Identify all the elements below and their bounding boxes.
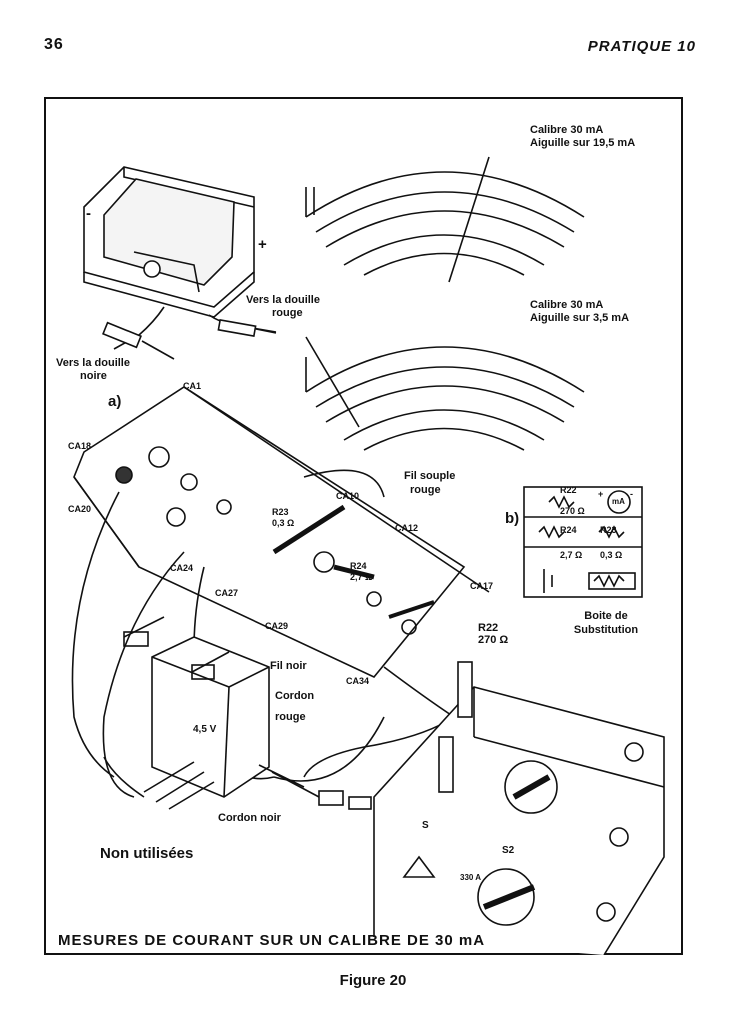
substitution-box (373, 661, 665, 955)
schematic-r24-name: R24 (560, 525, 577, 535)
chapter-title: PRATIQUE 10 (587, 38, 696, 55)
non-utilisees-label: Non utilisées (100, 845, 194, 862)
r22-name: R22 (478, 622, 499, 634)
component-ca27: CA27 (215, 588, 239, 598)
vers-noire-label-line2: noire (80, 370, 107, 382)
vers-rouge-label-line1: Vers la douille (246, 294, 320, 306)
switch-s2-label: S2 (502, 845, 515, 856)
cordon-rouge-line1: Cordon (275, 690, 315, 702)
schematic-r22-value: 270 Ω (560, 506, 585, 516)
part-a-label: a) (108, 393, 122, 410)
component-ca10: CA10 (336, 491, 360, 501)
figure-caption: MESURES DE COURANT SUR UN CALIBRE DE 30 … (58, 932, 486, 949)
cordon-noir-label: Cordon noir (218, 812, 281, 824)
r24-value: 2,7 Ω (350, 572, 373, 582)
component-ca1: CA1 (183, 381, 202, 391)
meter1-caption-line2: Aiguille sur 19,5 mA (530, 137, 636, 149)
figure-illustration (71, 156, 665, 955)
boite-line2: Substitution (573, 624, 639, 636)
r23-name: R23 (272, 507, 289, 517)
switch-s-label: S (422, 820, 429, 831)
battery-label: 4,5 V (193, 724, 217, 735)
schematic-plus: + (598, 489, 604, 499)
figure-frame (44, 97, 683, 955)
component-ca17: CA17 (470, 581, 494, 591)
meter1-caption-line1: Calibre 30 mA (530, 124, 604, 136)
r23-value: 0,3 Ω (272, 518, 295, 528)
fil-souple-line1: Fil souple (404, 470, 456, 482)
vers-rouge-label-line2: rouge (272, 307, 303, 319)
dial-330a-label: 330 A (460, 873, 482, 882)
component-ca24: CA24 (170, 563, 194, 573)
boite-line1: Boite de (584, 610, 628, 622)
component-ca34: CA34 (346, 676, 370, 686)
schematic-meter: mA (612, 497, 625, 506)
r24-name: R24 (350, 561, 367, 571)
component-ca12: CA12 (395, 523, 419, 533)
fil-noir-label: Fil noir (270, 660, 307, 672)
schematic-r22-name: R22 (560, 485, 577, 495)
schematic-r23-value: 0,3 Ω (600, 550, 623, 560)
figure-title: Figure 20 (339, 972, 407, 989)
battery-illustration (151, 636, 270, 798)
component-ca20: CA20 (68, 504, 92, 514)
schematic-r24-value: 2,7 Ω (560, 550, 583, 560)
schematic-diagram (523, 486, 643, 598)
component-ca29: CA29 (265, 621, 289, 631)
schematic-minus: - (630, 489, 633, 499)
page-number: 36 (44, 36, 64, 53)
multimeter-illustration (83, 166, 277, 360)
component-ca18: CA18 (68, 441, 92, 451)
r22-value: 270 Ω (478, 634, 509, 646)
part-b-label: b) (505, 510, 520, 527)
fil-souple-line2: rouge (410, 484, 441, 496)
meter-scale-1 (305, 156, 585, 283)
schematic-r23-name: R23 (600, 525, 617, 535)
meter-plus-sign: + (258, 236, 267, 253)
vers-noire-label-line1: Vers la douille (56, 357, 130, 369)
meter2-caption-line1: Calibre 30 mA (530, 299, 604, 311)
meter2-caption-line2: Aiguille sur 3,5 mA (530, 312, 630, 324)
meter-scale-2 (305, 336, 585, 451)
cordon-rouge-line2: rouge (275, 711, 306, 723)
circuit-board (73, 386, 490, 678)
alligator-clips (123, 616, 372, 810)
meter-minus-sign: - (86, 205, 91, 222)
